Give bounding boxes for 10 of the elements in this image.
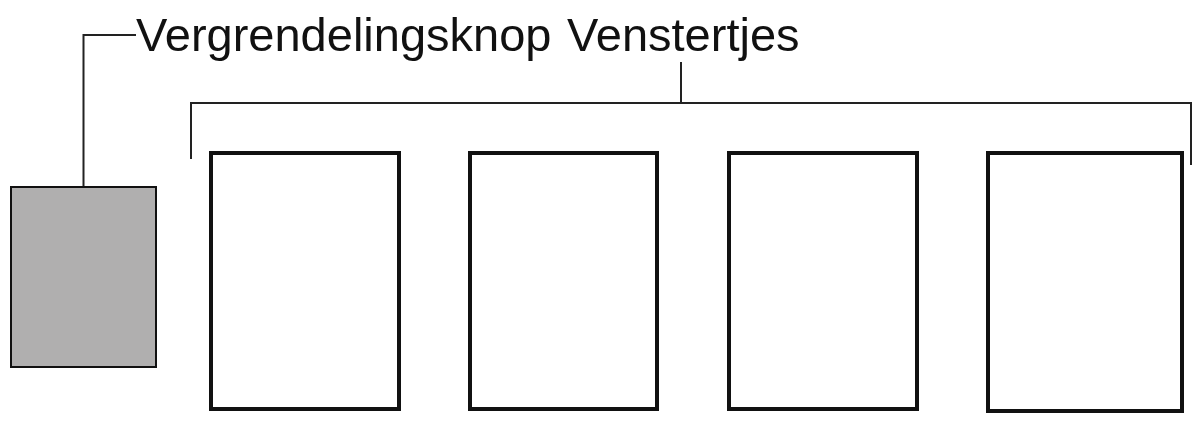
callout-label: Vergrendelingsknop bbox=[136, 8, 552, 62]
window-panel bbox=[468, 151, 659, 411]
leader-line bbox=[82, 34, 137, 187]
bracket bbox=[190, 102, 1192, 166]
window-panel bbox=[727, 151, 919, 411]
callout-label: Venstertjes bbox=[567, 8, 800, 62]
leader-line bbox=[680, 61, 682, 103]
lock-button-block bbox=[10, 186, 157, 368]
window-panel bbox=[209, 151, 401, 411]
window-panel bbox=[986, 151, 1184, 413]
